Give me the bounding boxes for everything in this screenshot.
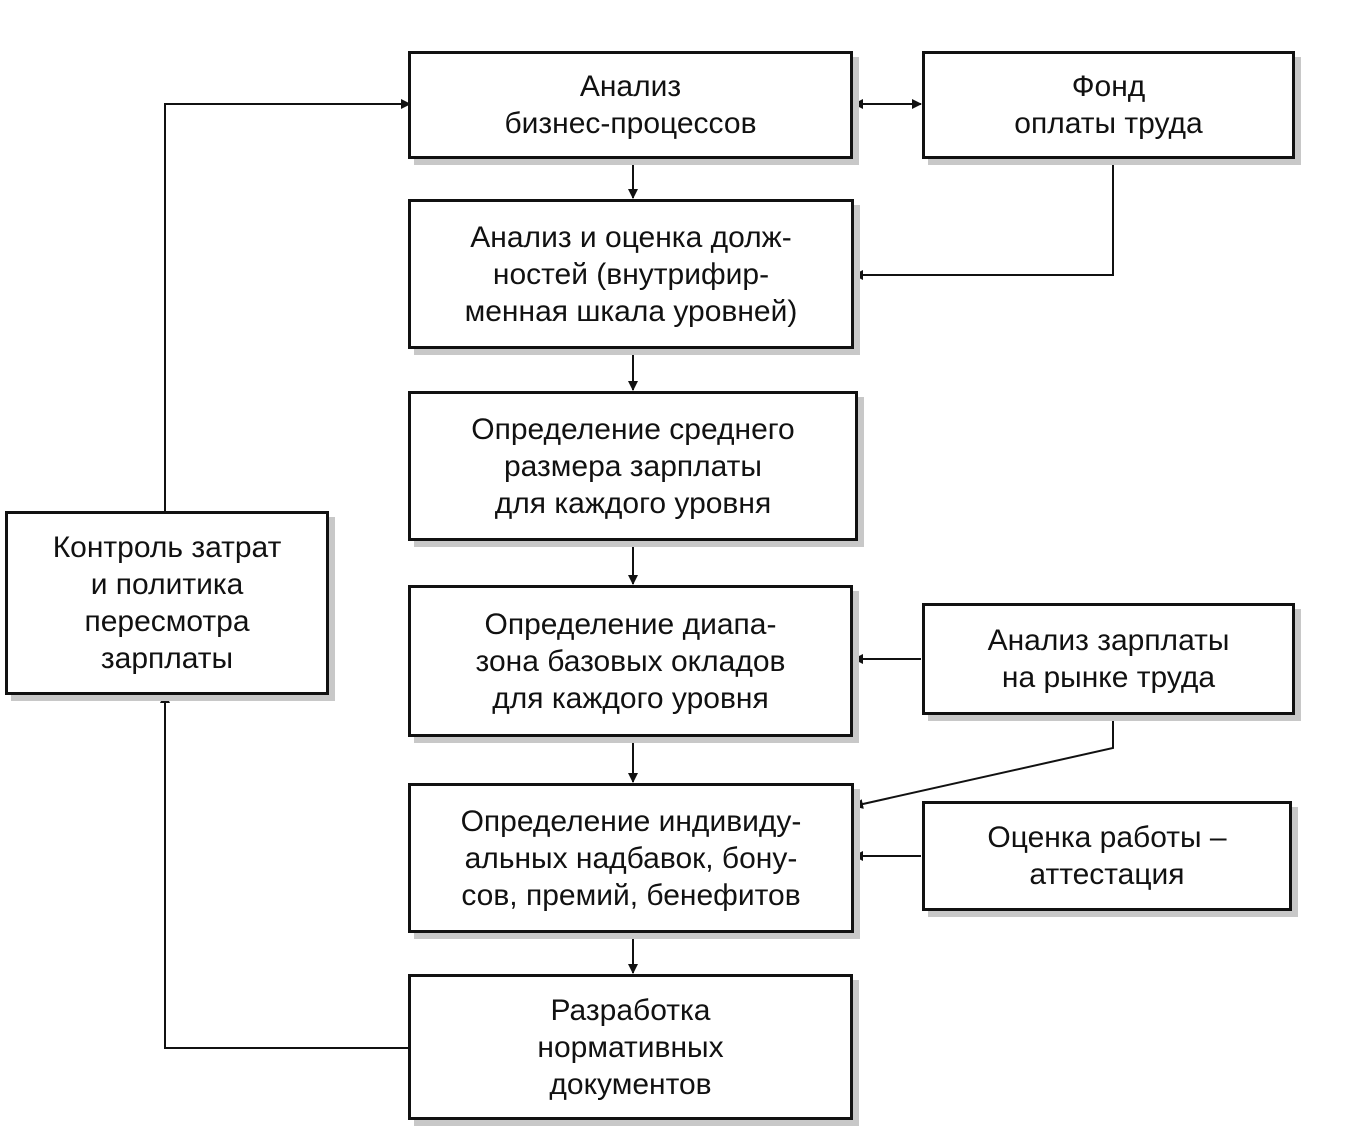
payroll-fund-box: Фонд оплаты труда xyxy=(922,51,1295,159)
average-salary-box: Определение среднего размера зарплаты дл… xyxy=(408,391,858,541)
salary-range-label: Определение диапа- зона базовых окладов … xyxy=(475,607,786,715)
job-evaluation-box: Анализ и оценка долж- ностей (внутрифир-… xyxy=(408,199,854,349)
individual-bonuses-box: Определение индивиду- альных надбавок, б… xyxy=(408,783,854,933)
market-analysis-box: Анализ зарплаты на рынке труда xyxy=(922,603,1295,715)
performance-review-label: Оценка работы – аттестация xyxy=(987,821,1227,891)
arrow-fund-to-jobs xyxy=(853,158,1114,280)
arrow-control-to-business xyxy=(164,99,411,512)
cost-control-label: Контроль затрат и политика пересмотра за… xyxy=(52,531,282,675)
business-process-analysis-label: Анализ бизнес-процессов xyxy=(504,70,757,140)
cost-control-box: Контроль затрат и политика пересмотра за… xyxy=(5,511,329,695)
job-evaluation-label: Анализ и оценка долж- ностей (внутрифир-… xyxy=(464,220,798,328)
business-process-analysis-box: Анализ бизнес-процессов xyxy=(408,51,853,159)
average-salary-label: Определение среднего размера зарплаты дл… xyxy=(471,412,795,520)
regulatory-docs-label: Разработка нормативных документов xyxy=(537,993,724,1101)
regulatory-docs-box: Разработка нормативных документов xyxy=(408,974,853,1120)
arrow-docs-to-control xyxy=(160,693,410,1049)
payroll-fund-label: Фонд оплаты труда xyxy=(1014,70,1203,140)
salary-range-box: Определение диапа- зона базовых окладов … xyxy=(408,585,853,737)
arrow-market-to-bonuses xyxy=(853,714,1114,809)
individual-bonuses-label: Определение индивиду- альных надбавок, б… xyxy=(460,804,802,912)
market-analysis-label: Анализ зарплаты на рынке труда xyxy=(987,624,1230,694)
performance-review-box: Оценка работы – аттестация xyxy=(922,801,1292,911)
